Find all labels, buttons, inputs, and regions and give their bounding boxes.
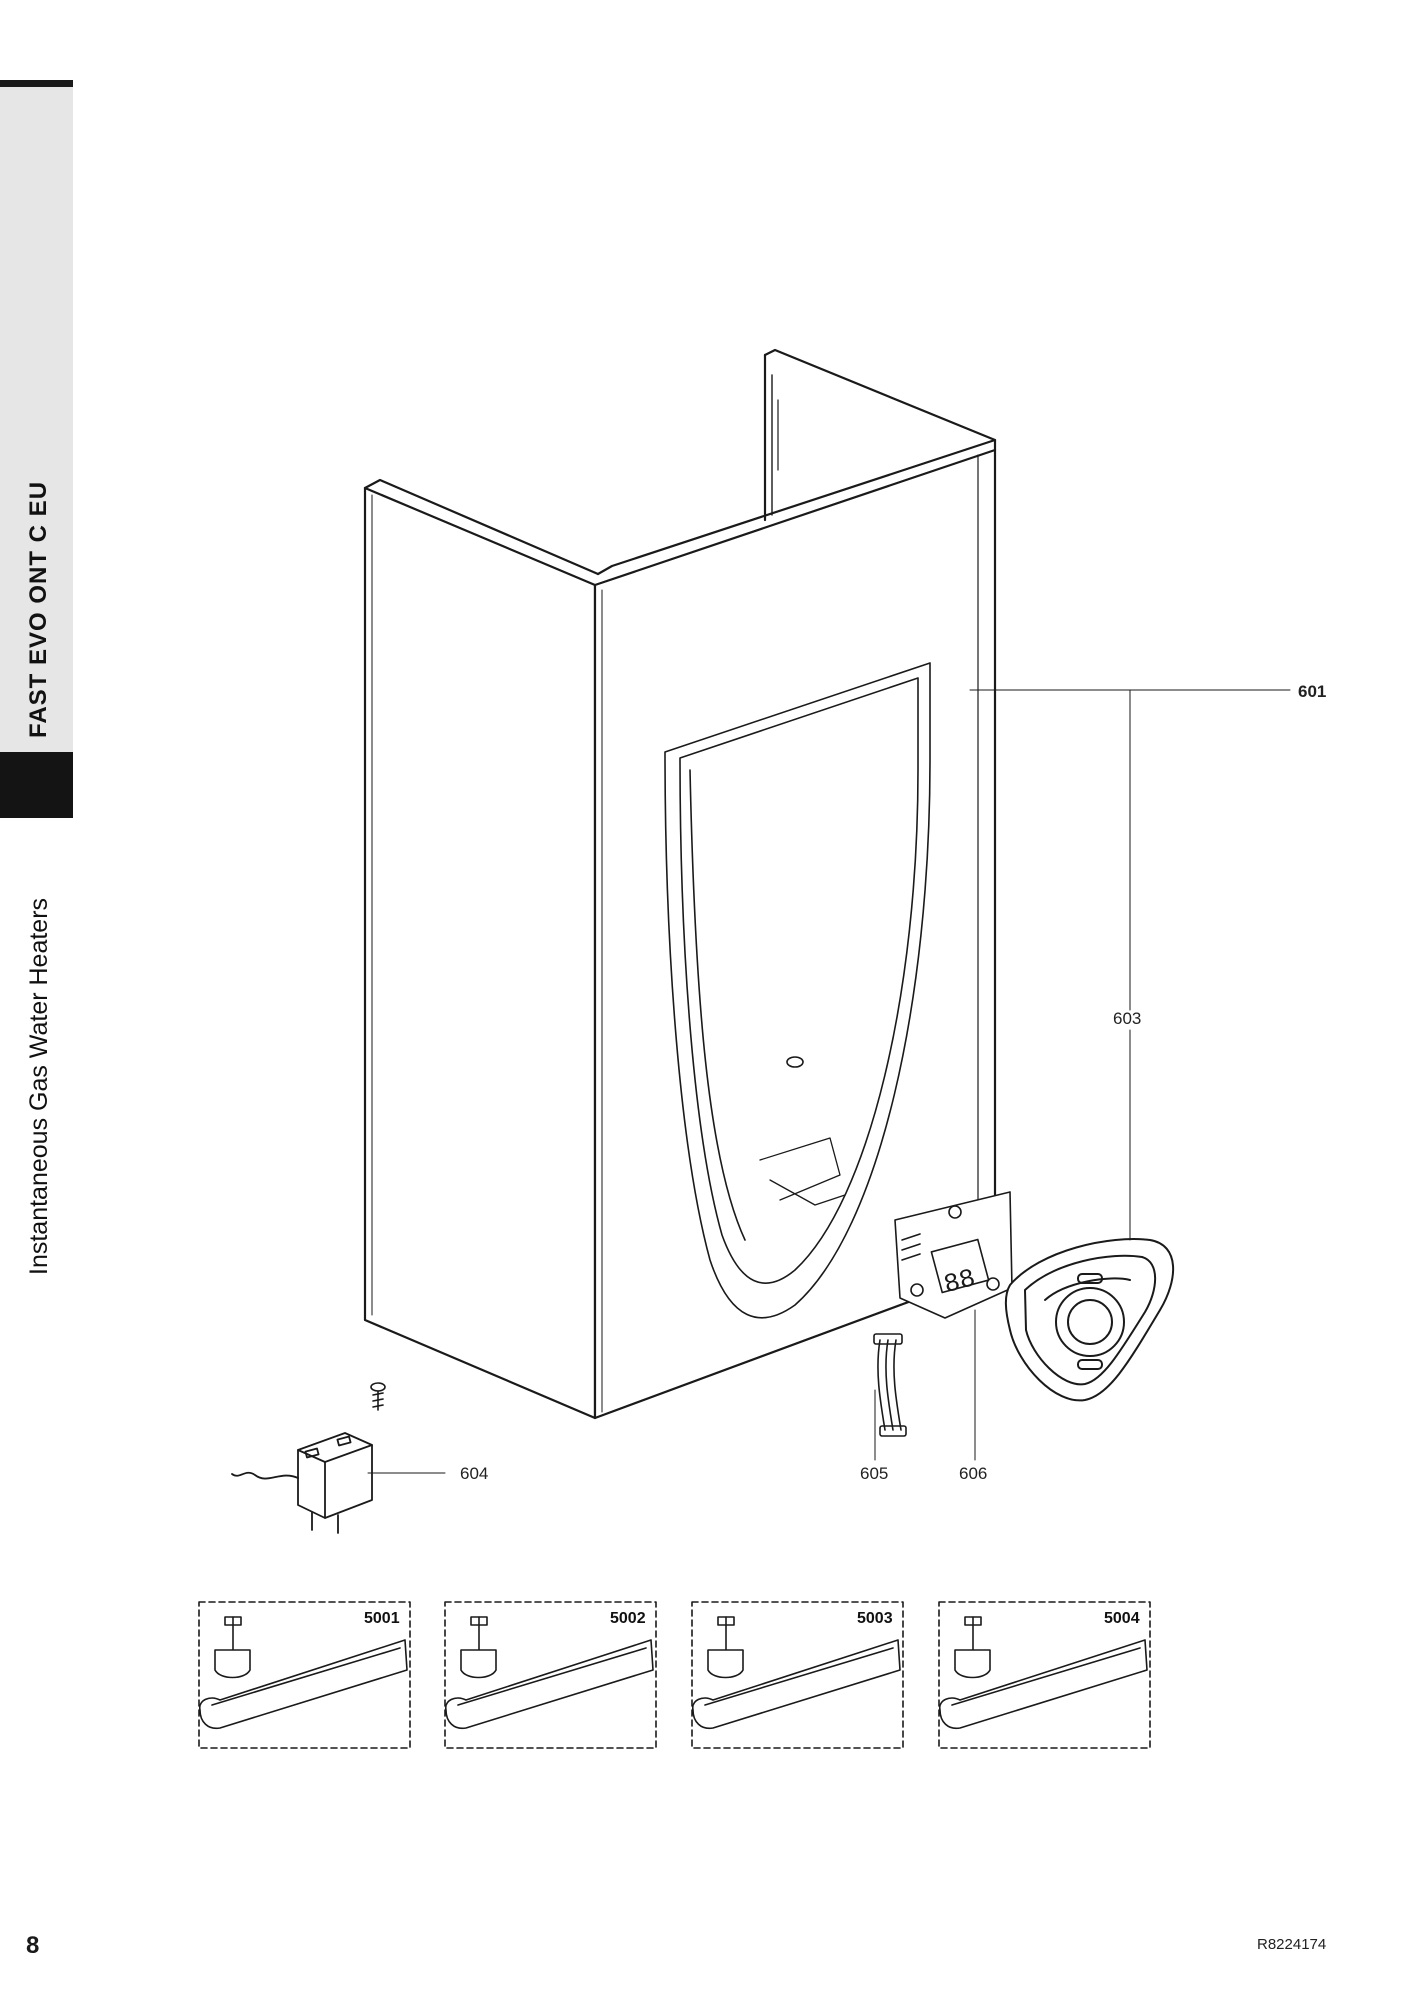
sidebar-top-rule [0,80,73,87]
page-number: 8 [26,1932,40,1959]
callout-603: 603 [1113,1009,1141,1028]
document-code: R8224174 [1257,1936,1327,1953]
sidebar-tab-marker [0,752,73,818]
control-knob-603 [1004,1238,1175,1402]
leader-lines [367,689,1291,1474]
sidebar-tab [0,87,73,752]
kit-box-5002 [444,1601,657,1749]
kit-label-5003: 5003 [857,1610,893,1627]
callout-601: 601 [1298,682,1326,701]
kit-box-5001 [198,1601,411,1749]
kit-box-5004 [938,1601,1151,1749]
screw [370,1382,386,1411]
casing-window [664,662,931,1319]
callout-606: 606 [959,1464,987,1483]
kit-label-5004: 5004 [1104,1610,1140,1627]
kit-label-5001: 5001 [364,1610,400,1627]
power-adapter-604 [231,1432,373,1534]
callout-604: 604 [460,1464,488,1483]
cable-605 [873,1333,907,1437]
display-board-606: 88 [894,1191,1013,1319]
kit-box-5003 [691,1601,904,1749]
callout-605: 605 [860,1464,888,1483]
kit-label-5002: 5002 [610,1610,646,1627]
